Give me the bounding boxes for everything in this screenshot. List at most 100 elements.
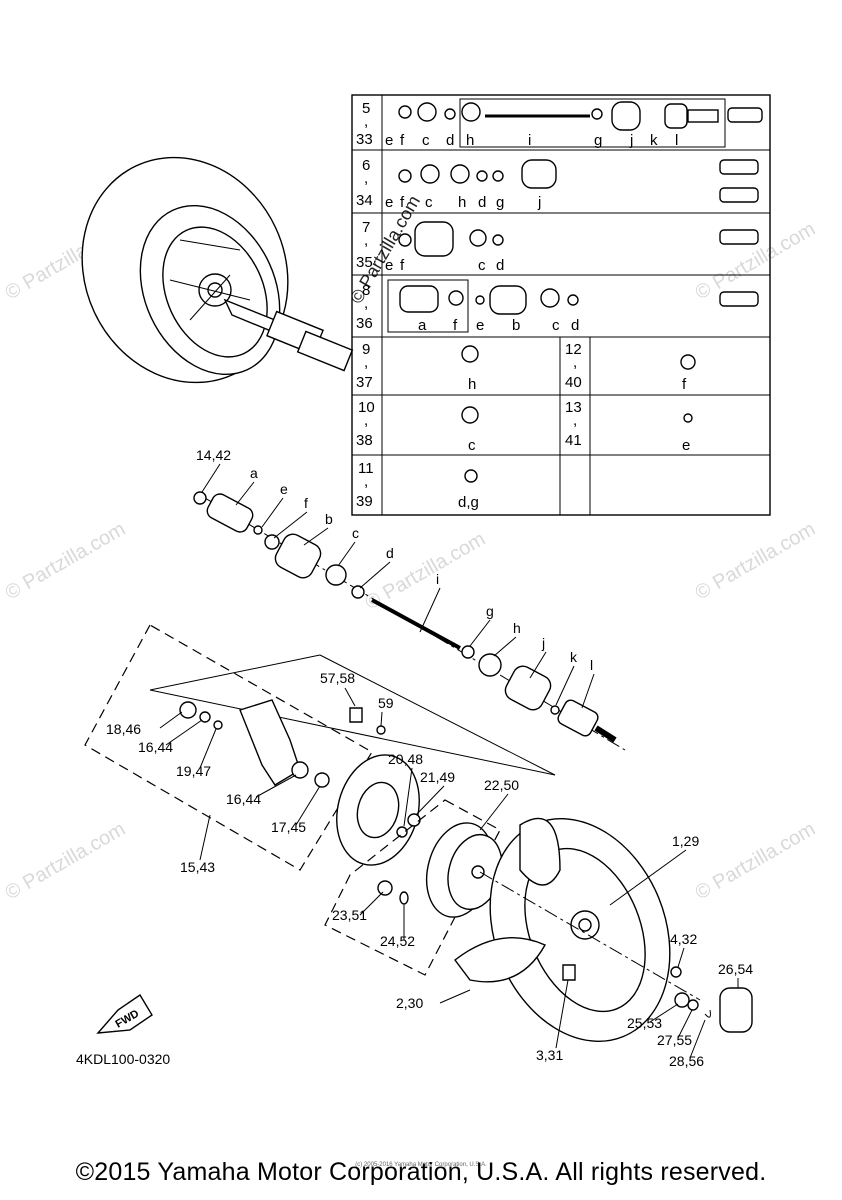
watermark: © Partzilla.com [362, 528, 490, 614]
diagram-code: 4KDL100-0320 [76, 1051, 170, 1067]
table-part-letter: c [422, 132, 430, 149]
table-part-letter: f [453, 317, 458, 334]
table-part-letter: l [675, 132, 678, 149]
callout-label: a [250, 465, 258, 481]
table-part-letter: e [682, 437, 690, 454]
callout-label: 23,51 [332, 907, 367, 923]
knuckle-group [84, 624, 556, 871]
callout-label: 24,52 [380, 933, 415, 949]
forward-arrow-icon: FWD [96, 994, 153, 1034]
table-part-letter: h [468, 376, 476, 393]
table-row-number: , [364, 412, 368, 429]
table-row-number: 5 [362, 100, 370, 117]
callout-label: 22,50 [484, 777, 519, 793]
kit-table: 5 , 33 6 , 34 7 , 35 8 , 36 e f c d h i … [351, 94, 771, 516]
fine-print: (c) 2005-2016 Yamaha Motor Corporation, … [355, 1162, 487, 1168]
table-row-number: 8 [362, 282, 370, 299]
watermark: © Partzilla.com [692, 818, 820, 904]
table-part-letter: d [478, 194, 486, 211]
table-row-number: 7 [362, 219, 370, 236]
callout-label: 16,44 [226, 791, 261, 807]
callout-label: f [304, 495, 308, 511]
watermark: © Partzilla.com [2, 518, 130, 604]
table-row-number: , [364, 295, 368, 312]
callout-label: 57,58 [320, 670, 355, 686]
table-part-letter: f [400, 194, 405, 211]
table-part-letter: b [512, 317, 520, 334]
callout-label: g [486, 603, 494, 619]
table-part-letter: f [400, 257, 405, 274]
table-part-letter: e [385, 257, 393, 274]
table-row-number: , [573, 412, 577, 429]
callout-label: 18,46 [106, 721, 141, 737]
callout-label: i [436, 571, 439, 587]
table-part-letter: j [537, 194, 541, 211]
table-row-number: 33 [356, 131, 373, 148]
watermark: © Partzilla.com [692, 518, 820, 604]
table-part-letter: d [496, 257, 504, 274]
brake-and-hub-group [324, 754, 503, 976]
callout-label: 28,56 [669, 1053, 704, 1069]
table-part-letter: e [476, 317, 484, 334]
table-part-letter: d,g [458, 494, 479, 511]
table-part-letter: e [385, 194, 393, 211]
table-row-number: , [573, 354, 577, 371]
table-part-letter: f [682, 376, 687, 393]
table-part-letter: c [468, 437, 476, 454]
callout-labels: 14,42 a e f b c d i g h j k l 57,58 59 1… [106, 447, 753, 1069]
table-row-number: 40 [565, 374, 582, 391]
callout-label: 1,29 [672, 833, 699, 849]
callout-label: 25,53 [627, 1015, 662, 1031]
table-row-number: 37 [356, 374, 373, 391]
callout-label: 21,49 [420, 769, 455, 785]
callout-label: 14,42 [196, 447, 231, 463]
table-part-letter: j [629, 132, 633, 149]
table-part-letter: g [496, 194, 504, 211]
table-row-number: , [364, 170, 368, 187]
table-row-number: , [364, 473, 368, 490]
table-part-letter: d [446, 132, 454, 149]
table-part-sketches [398, 101, 763, 483]
callout-label: 20,48 [388, 751, 423, 767]
table-part-letter: e [385, 132, 393, 149]
table-part-letter: i [528, 132, 531, 149]
table-part-letter: h [466, 132, 474, 149]
callout-label: 4,32 [670, 931, 697, 947]
callout-label: 3,31 [536, 1047, 563, 1063]
callout-label: e [280, 481, 288, 497]
callout-label: k [570, 649, 578, 665]
callout-label: 16,44 [138, 739, 173, 755]
leader-lines [159, 463, 739, 1059]
table-row-number: 35 [356, 254, 373, 271]
table-row-number: 36 [356, 315, 373, 332]
table-row-number: 6 [362, 157, 370, 174]
callout-label: 2,30 [396, 995, 423, 1011]
table-row-number: 39 [356, 493, 373, 510]
table-row-number: 41 [565, 432, 582, 449]
callout-label: l [590, 657, 593, 673]
table-row-number: 12 [565, 341, 582, 358]
callout-label: j [541, 635, 545, 651]
table-row-number: 34 [356, 192, 373, 209]
table-part-letter: c [552, 317, 560, 334]
callout-label: 17,45 [271, 819, 306, 835]
callout-label: d [386, 545, 394, 561]
callout-label: 27,55 [657, 1032, 692, 1048]
table-row-number: 38 [356, 432, 373, 449]
table-row-number: 10 [358, 399, 375, 416]
table-row-number: 9 [362, 341, 370, 358]
table-part-letter: c [425, 194, 433, 211]
wheel-assembly-overview [81, 156, 354, 384]
callout-label: 19,47 [176, 763, 211, 779]
callout-label: 26,54 [718, 961, 753, 977]
table-row-number: , [364, 113, 368, 130]
table-row-number: , [364, 354, 368, 371]
callout-label: 15,43 [180, 859, 215, 875]
table-part-letter: g [594, 132, 602, 149]
table-part-letter: c [478, 257, 486, 274]
table-part-letter: a [418, 317, 427, 334]
table-part-letter: h [458, 194, 466, 211]
watermark: © Partzilla.com [2, 818, 130, 904]
callout-label: 59 [378, 695, 394, 711]
copyright-notice: ©2015 Yamaha Motor Corporation, U.S.A. A… [75, 1158, 767, 1186]
